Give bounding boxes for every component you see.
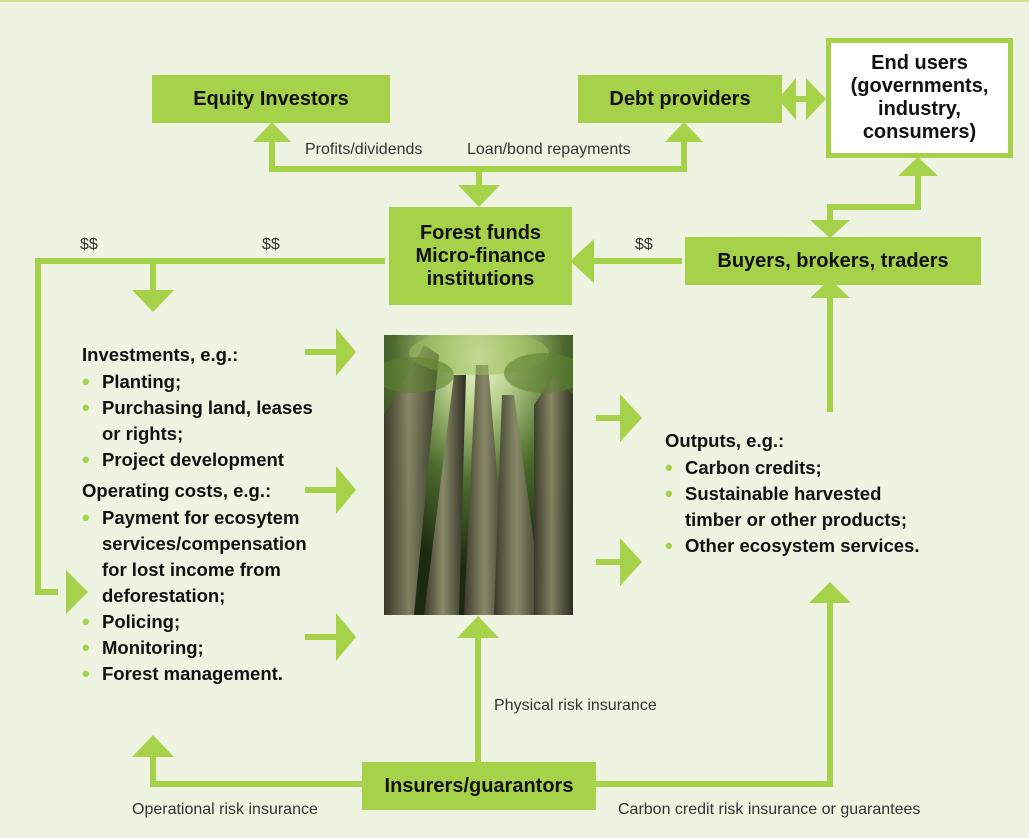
end-users-line-2: (governments, <box>850 75 989 97</box>
operational-risk-insurance-label: Operational risk insurance <box>132 801 318 818</box>
list-item: Planting; <box>82 369 313 395</box>
investments-heading: Investments, e.g.: <box>82 344 239 365</box>
money-label-right: $$ <box>635 236 653 253</box>
outputs-list: Carbon credits; Sustainable harvested ti… <box>665 455 919 559</box>
list-item: Policing; <box>82 609 307 635</box>
buyers-brokers-traders-box: Buyers, brokers, traders <box>685 237 981 285</box>
debt-providers-box: Debt providers <box>578 75 782 123</box>
end-users-line-1: End users <box>871 52 968 74</box>
equity-investors-box: Equity Investors <box>152 75 390 123</box>
list-item: Purchasing land, leases <box>82 395 313 421</box>
money-label-center: $$ <box>262 236 280 253</box>
debt-end-users-double-arrow <box>778 78 826 120</box>
operating-costs-list: Payment for ecosytem services/compensati… <box>82 505 307 687</box>
insurers-guarantors-box: Insurers/guarantors <box>362 762 596 810</box>
end-users-line-3: industry, <box>878 98 961 120</box>
list-item: deforestation; <box>102 585 226 606</box>
forest-funds-line-2: Micro-finance <box>415 244 546 267</box>
list-item: services/compensation <box>102 533 307 554</box>
end-users-buyers-arrows <box>810 157 938 238</box>
forest-funds-box: Forest funds Micro-finance institutions <box>389 207 572 305</box>
debt-providers-label: Debt providers <box>609 87 751 110</box>
money-label-left: $$ <box>80 236 98 253</box>
outputs-heading: Outputs, e.g.: <box>665 430 785 451</box>
loan-bond-repayments-label: Loan/bond repayments <box>467 141 631 158</box>
end-users-box: End users (governments, industry, consum… <box>826 38 1013 158</box>
forest-funds-line-1: Forest funds <box>419 221 542 244</box>
operating-costs-heading: Operating costs, e.g.: <box>82 480 272 501</box>
spending-to-forest-arrows <box>305 328 356 661</box>
list-item: Project development <box>82 447 313 473</box>
investments-list: Planting; Purchasing land, leases or rig… <box>82 369 313 473</box>
profits-dividends-label: Profits/dividends <box>305 141 423 158</box>
buyers-label: Buyers, brokers, traders <box>717 249 949 272</box>
forest-canopy-image <box>384 335 573 615</box>
list-item: Sustainable harvested <box>665 481 919 507</box>
list-item: for lost income from <box>102 559 281 580</box>
list-item: Payment for ecosytem <box>82 505 307 531</box>
equity-investors-label: Equity Investors <box>193 87 349 110</box>
outputs-to-buyers-arrow <box>810 279 850 412</box>
carbon-credit-risk-label: Carbon credit risk insurance or guarante… <box>618 801 921 818</box>
returns-to-investors-arrows <box>253 122 703 207</box>
forest-canopy-illustration <box>384 335 573 615</box>
insurers-label: Insurers/guarantors <box>384 774 574 797</box>
forest-to-outputs-arrows <box>596 394 642 586</box>
funds-to-spending-arrows <box>35 258 385 614</box>
buyers-to-funds-arrow <box>570 239 682 283</box>
list-item: Carbon credits; <box>665 455 919 481</box>
end-users-line-4: consumers) <box>862 121 977 143</box>
list-item: timber or other products; <box>685 509 908 530</box>
insurance-arrows <box>132 582 851 787</box>
list-item: or rights; <box>102 423 184 444</box>
list-item: Other ecosystem services. <box>665 533 919 559</box>
list-item: Forest management. <box>82 661 307 687</box>
forest-funds-line-3: institutions <box>426 267 535 290</box>
physical-risk-insurance-label: Physical risk insurance <box>494 697 657 714</box>
list-item: Monitoring; <box>82 635 307 661</box>
